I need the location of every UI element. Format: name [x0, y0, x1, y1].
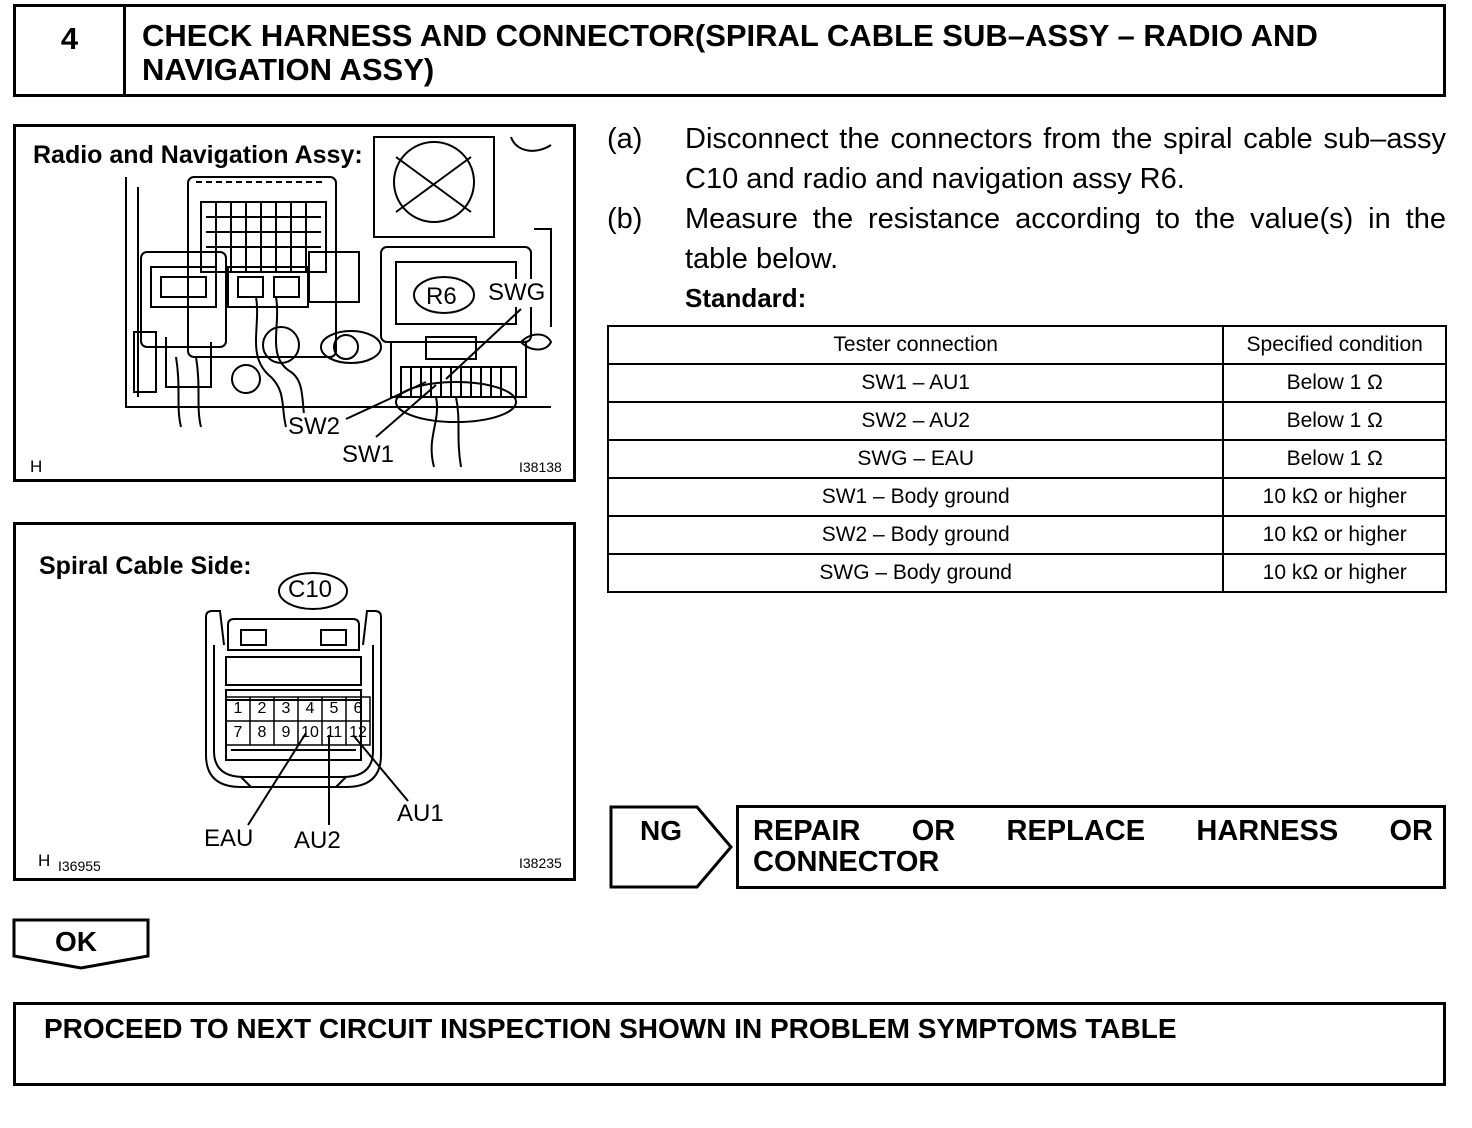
au2-label: AU2: [294, 827, 341, 854]
spiral-corner-mark: H: [38, 851, 51, 870]
step-number: 4: [16, 7, 126, 94]
final-action-text: PROCEED TO NEXT CIRCUIT INSPECTION SHOWN…: [44, 1013, 1177, 1044]
spiral-figure-caption: Spiral Cable Side:: [39, 552, 256, 581]
table-cell-connection: SW2 – AU2: [606, 401, 1225, 441]
ng-action-line1: REPAIR OR REPLACE HARNESS OR: [753, 815, 1433, 847]
table-cell-connection: SW1 – AU1: [606, 363, 1225, 403]
sw1-label: SW1: [342, 441, 395, 469]
connector-pin: 5: [329, 700, 339, 717]
ng-arrow-icon: [609, 805, 733, 889]
table-cell-condition: Below 1 Ω: [1222, 401, 1447, 441]
table-cell-condition: Below 1 Ω: [1222, 439, 1447, 479]
ok-arrow-icon: [12, 918, 150, 970]
sw2-label: SW2: [288, 413, 341, 441]
table-cell-connection: SW2 – Body ground: [606, 515, 1225, 555]
table-cell-condition: 10 kΩ or higher: [1222, 553, 1447, 593]
ng-label: NG: [640, 815, 682, 846]
instruction-a-letter: (a): [607, 123, 643, 155]
instruction-b-text: Measure the resistance according to the …: [685, 203, 1446, 275]
connector-pin: 4: [305, 700, 315, 717]
swg-label: SWG: [488, 279, 546, 307]
ng-action-line2: CONNECTOR: [753, 846, 940, 878]
spiral-ref-right: I38235: [519, 855, 562, 871]
r6-connector-code: R6: [426, 283, 457, 310]
radio-ref-number: I38138: [519, 459, 562, 475]
spiral-connector-illustration: [205, 572, 409, 826]
connector-pin: 2: [257, 700, 267, 717]
table-header-row: Tester connection Specified condition: [606, 325, 1447, 365]
radio-navigation-figure: Radio and Navigation Assy: R6 SWG SW2 SW…: [13, 124, 576, 482]
connector-pin: 1: [233, 700, 243, 717]
table-cell-condition: 10 kΩ or higher: [1222, 477, 1447, 517]
connector-pin: 3: [281, 700, 291, 717]
ng-action-box: REPAIR OR REPLACE HARNESS OR CONNECTOR: [736, 805, 1446, 889]
table-cell-connection: SW1 – Body ground: [606, 477, 1225, 517]
eau-label: EAU: [204, 825, 254, 852]
connector-pin: 6: [353, 700, 363, 717]
standard-label: Standard:: [685, 283, 807, 313]
connector-pin: 8: [257, 724, 267, 741]
radio-connector-illustration: [125, 136, 553, 468]
table-cell-condition: Below 1 Ω: [1222, 363, 1447, 403]
step-title: CHECK HARNESS AND CONNECTOR(SPIRAL CABLE…: [142, 18, 1318, 87]
instruction-b-letter: (b): [607, 203, 643, 235]
connector-pin: 9: [281, 724, 291, 741]
connector-pin: 10: [301, 724, 319, 741]
table-cell-connection: SWG – Body ground: [606, 553, 1225, 593]
c10-connector-code: C10: [288, 576, 333, 603]
radio-figure-caption: Radio and Navigation Assy:: [33, 141, 367, 170]
final-action-box: PROCEED TO NEXT CIRCUIT INSPECTION SHOWN…: [13, 1002, 1446, 1086]
connector-pin: 12: [349, 724, 367, 741]
table-cell-condition: 10 kΩ or higher: [1222, 515, 1447, 555]
au1-label: AU1: [397, 800, 444, 827]
table-cell-connection: SWG – EAU: [606, 439, 1225, 479]
connector-pin: 7: [233, 724, 243, 741]
resistance-spec-table: Tester connection Specified condition SW…: [606, 325, 1447, 593]
header-specified-condition: Specified condition: [1222, 325, 1447, 365]
header-tester-connection: Tester connection: [606, 325, 1225, 365]
radio-corner-mark: H: [30, 457, 43, 476]
connector-pin: 11: [325, 724, 343, 741]
spiral-ref-left: I36955: [58, 858, 101, 874]
ok-label: OK: [55, 926, 97, 957]
step-header: 4 CHECK HARNESS AND CONNECTOR(SPIRAL CAB…: [13, 4, 1446, 97]
instruction-a-text: Disconnect the connectors from the spira…: [685, 123, 1446, 195]
